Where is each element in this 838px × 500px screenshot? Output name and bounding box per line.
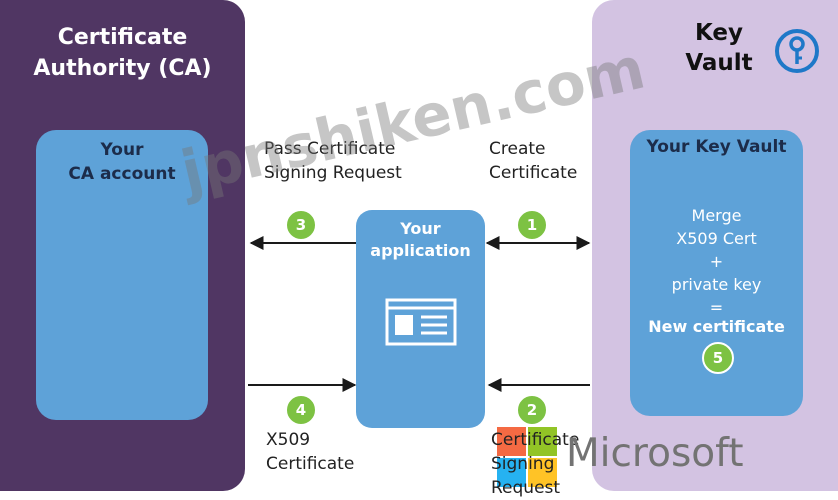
application-label: Your application: [370, 219, 471, 260]
step-3-badge: 3: [285, 209, 317, 241]
create-certificate-label: Create Certificate: [489, 139, 578, 183]
microsoft-logo-icon: [497, 427, 557, 487]
key-vault-icon: [775, 29, 819, 73]
ca-account-label: Your CA account: [68, 140, 176, 184]
application-box: [356, 210, 485, 428]
new-certificate-label: New certificate: [648, 317, 785, 336]
step-5-badge: 5: [702, 342, 734, 374]
microsoft-wordmark: Microsoft: [566, 431, 744, 476]
ca-account-box: [36, 130, 208, 420]
your-key-vault-title: Your Key Vault: [646, 137, 787, 157]
step-2-badge: 2: [516, 394, 548, 426]
key-vault-title: Key Vault: [685, 20, 753, 76]
ca-title: Certificate Authority (CA): [33, 25, 212, 81]
pass-csr-label: Pass Certificate Signing Request: [264, 139, 402, 183]
merge-description: Merge X509 Cert + private key =: [671, 206, 762, 317]
step-1-badge: 1: [516, 209, 548, 241]
certificate-document-icon: [385, 298, 457, 346]
x509-certificate-label: X509 Certificate: [266, 430, 355, 474]
step-4-badge: 4: [285, 394, 317, 426]
